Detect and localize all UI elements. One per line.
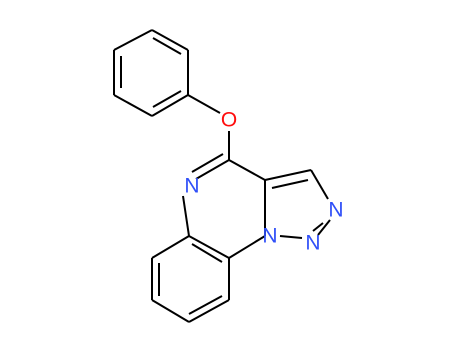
bond: [113, 94, 153, 117]
bond: [151, 94, 189, 117]
bond: [182, 195, 190, 237]
phenyl-ring: [113, 29, 189, 117]
bond: [152, 90, 182, 108]
atom-symbol: N: [328, 199, 343, 222]
bond: [279, 235, 303, 239]
atom-symbol: N: [305, 232, 320, 255]
bond: [188, 235, 230, 259]
bond: [312, 222, 324, 232]
benzo-ring: [151, 235, 230, 323]
bond: [151, 29, 189, 51]
atom-symbol: N: [184, 175, 199, 198]
bond: [188, 299, 230, 323]
bond: [151, 299, 190, 323]
atom-symbol: N: [262, 225, 277, 248]
atom-nitrogen-triazole-2: N: [305, 232, 320, 255]
bond: [195, 159, 230, 180]
bond: [188, 295, 223, 315]
bond: [228, 159, 266, 181]
bond: [264, 169, 312, 181]
bond: [228, 235, 266, 259]
bond: [152, 37, 182, 55]
bond: [151, 235, 190, 259]
bond: [187, 94, 221, 114]
atom-nitrogen-triazole-1: N: [328, 199, 343, 222]
bond: [317, 219, 331, 236]
pyrazine-ring: [182, 153, 266, 259]
bond: [310, 169, 329, 200]
triazole-ring: [264, 169, 331, 239]
atom-nitrogen-quinoxaline: N: [184, 175, 199, 198]
bond: [191, 153, 224, 173]
atom-oxygen: O: [221, 109, 237, 132]
atom-nitrogen-bridge: N: [262, 225, 277, 248]
atom-symbol: O: [221, 109, 237, 132]
bond: [113, 29, 153, 51]
bond: [271, 179, 309, 189]
bond: [191, 243, 223, 263]
